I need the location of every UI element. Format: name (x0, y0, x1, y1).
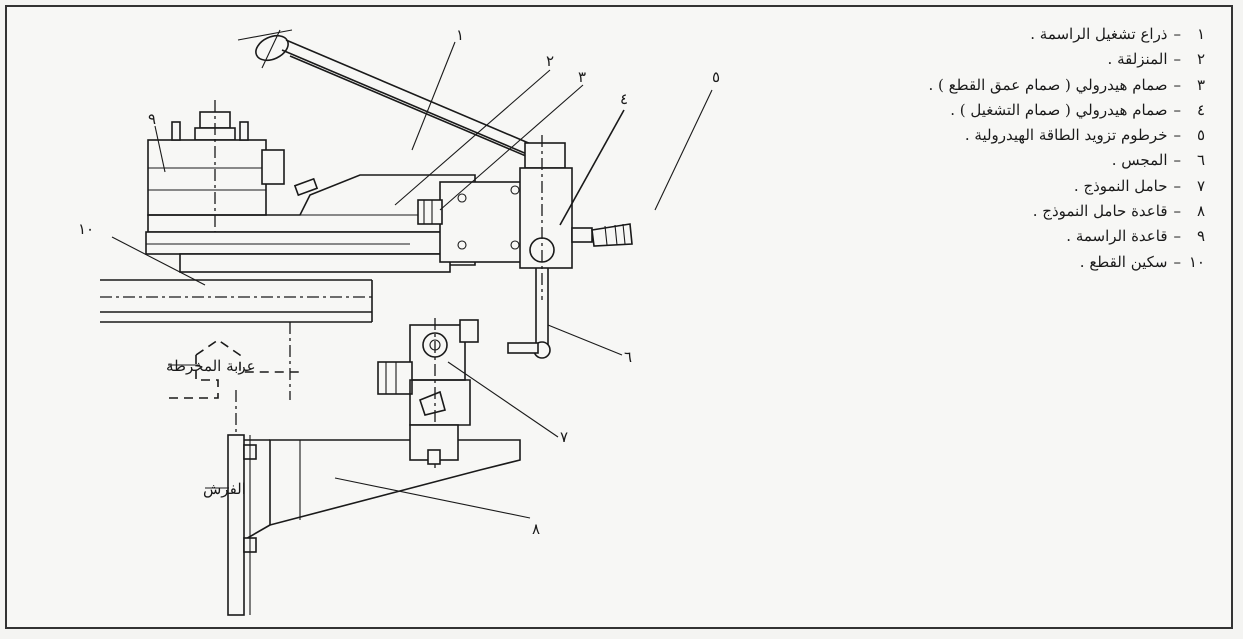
label-10: ١٠ (78, 220, 94, 238)
legend-number: ١ (1196, 25, 1205, 43)
legend-text: صمام هيدرولي ( صمام عمق القطع ) . (928, 75, 1168, 94)
diagram-labels: ١ ٢ ٣ ٤ ٥ ٦ ٧ ٨ ٩ ١٠ عربة المخرطة الفرش (78, 26, 720, 538)
legend-number: ٥ (1196, 126, 1205, 145)
legend-text: قاعدة حامل النموذج . (1032, 202, 1168, 221)
operating-lever (237, 29, 546, 163)
leader-lines (111, 41, 713, 519)
label-6: ٦ (624, 348, 632, 366)
legend-number: ٨ (1196, 202, 1205, 221)
cross-slide-ways (100, 279, 373, 400)
legend-number: ٣ (1196, 75, 1205, 94)
label-4: ٤ (620, 90, 628, 108)
legend-item: ٨–قاعدة حامل النموذج . (915, 199, 1205, 224)
legend-text: سكين القطع . (1079, 252, 1168, 271)
label-5: ٥ (712, 68, 720, 86)
template-holder-base (243, 424, 521, 541)
operating-valve (519, 135, 593, 300)
legend-item: ١٠–سكين القطع . (915, 250, 1205, 275)
legend-text: قاعدة الراسمة . (1066, 227, 1168, 246)
legend-number: ٩ (1196, 227, 1205, 246)
legend-text: المنزلقة . (1107, 50, 1168, 69)
legend-item: ٤–صمام هيدرولي ( صمام التشغيل ) . (915, 98, 1205, 123)
parts-legend: ١–ذراع تشغيل الراسمة . ٢–المنزلقة . ٣–صم… (915, 22, 1206, 275)
legend-item: ٥–خرطوم تزويد الطاقة الهيدرولية . (915, 123, 1205, 148)
label-9: ٩ (148, 110, 156, 128)
figure-frame (5, 5, 1233, 629)
label-2: ٢ (546, 52, 554, 70)
depth-valve (417, 181, 531, 263)
legend-item: ٣–صمام هيدرولي ( صمام عمق القطع ) . (915, 73, 1206, 98)
lathe-bed (227, 434, 257, 616)
legend-text: خرطوم تزويد الطاقة الهيدرولية . (964, 126, 1168, 145)
legend-item: ٢–المنزلقة . (915, 47, 1205, 72)
legend-item: ١–ذراع تشغيل الراسمة . (915, 22, 1205, 47)
legend-item: ٦–المجس . (915, 148, 1205, 173)
label-7: ٧ (560, 428, 568, 446)
legend-number: ١٠ (1188, 252, 1205, 271)
tracer-base-toolpost (147, 100, 285, 232)
legend-number: ٧ (1196, 176, 1205, 195)
legend-text: المجس . (1111, 151, 1168, 170)
stylus (507, 268, 551, 359)
legend-text: ذراع تشغيل الراسمة . (1030, 25, 1168, 43)
legend-number: ٦ (1196, 151, 1205, 170)
label-lathe-carriage: عربة المخرطة (166, 357, 256, 375)
label-lathe-bed: الفرش (203, 480, 246, 498)
legend-number: ٢ (1196, 50, 1205, 69)
label-3: ٣ (578, 68, 586, 86)
legend-text: حامل النموذج . (1073, 176, 1168, 195)
template-holder (377, 318, 479, 470)
legend-item: ٩–قاعدة الراسمة . (915, 224, 1205, 249)
hydraulic-hose (591, 223, 633, 247)
legend-item: ٧–حامل النموذج . (915, 174, 1205, 199)
legend-number: ٤ (1196, 100, 1205, 119)
label-1: ١ (456, 26, 464, 44)
legend-text: صمام هيدرولي ( صمام التشغيل ) . (950, 100, 1168, 119)
label-8: ٨ (532, 520, 540, 538)
